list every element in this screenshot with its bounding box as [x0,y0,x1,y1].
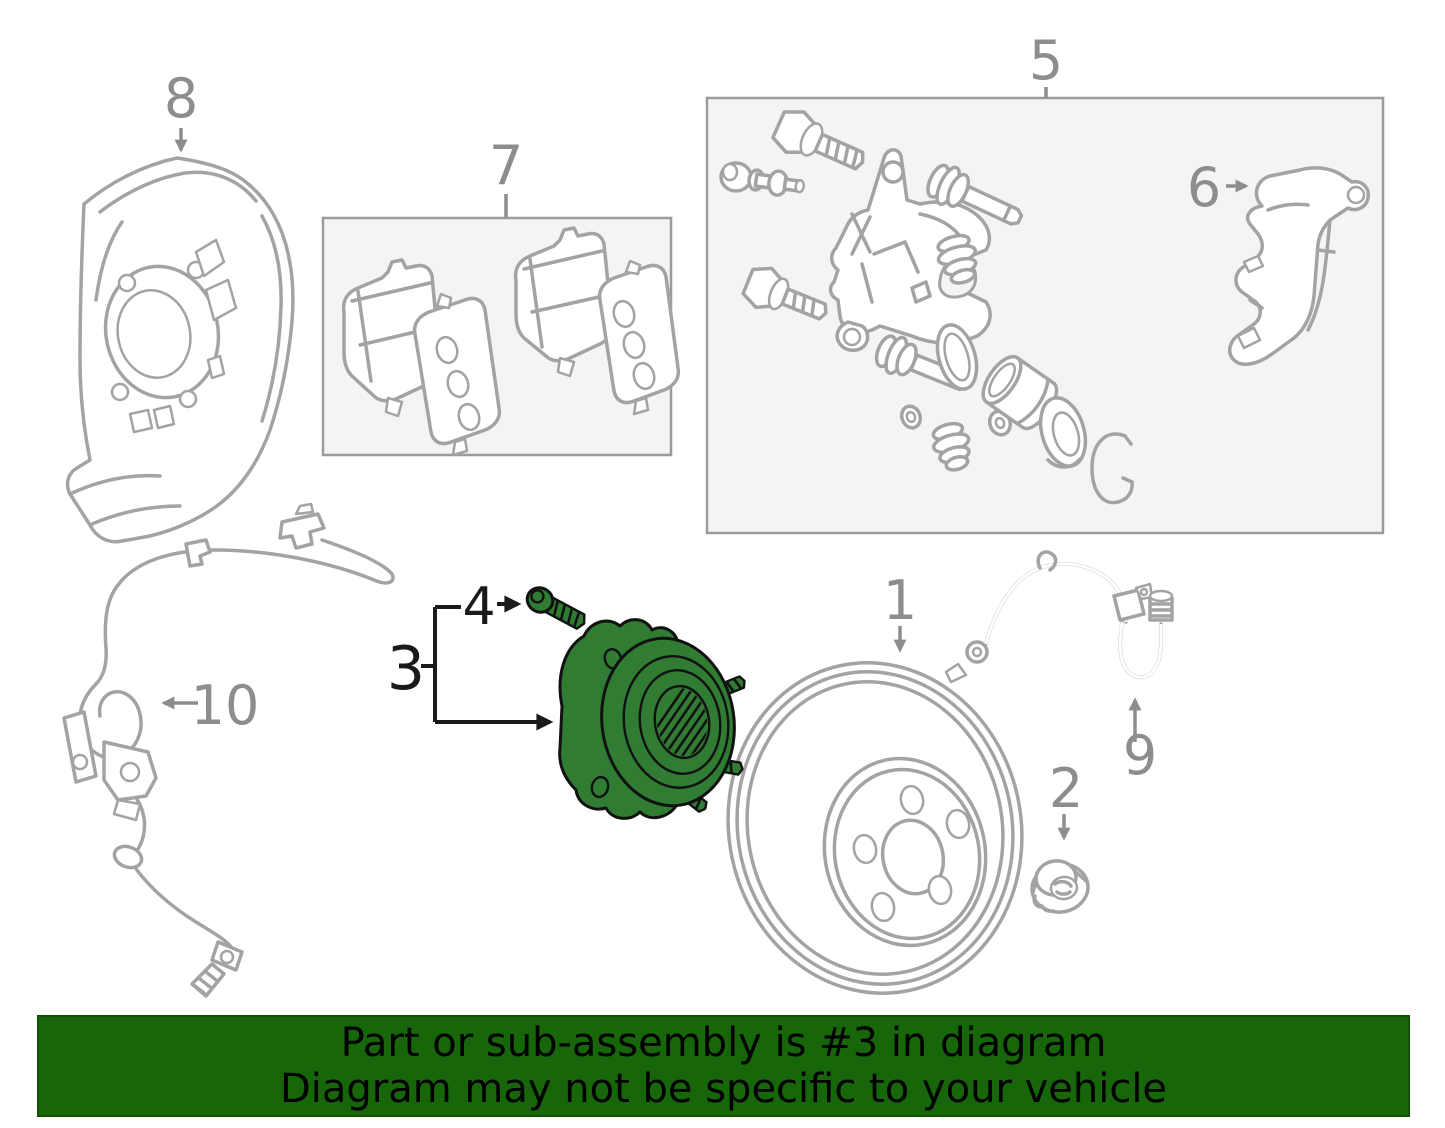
abs-connector [278,512,326,550]
callout-1: 1 [883,569,917,653]
caliper-bolt-lower [741,266,828,321]
callout-6: 6 [1187,156,1249,219]
callout-4: 4 [462,577,522,637]
caliper-bracket-drawing [1228,166,1371,366]
callout-4-label: 4 [462,577,495,637]
caliper-fitting [747,168,806,197]
callout-6-label: 6 [1187,156,1221,219]
pin-washer [899,404,923,430]
banner-line-2: Diagram may not be specific to your vehi… [279,1066,1168,1112]
abs-bracket [62,710,98,784]
callout-1-label: 1 [883,569,917,632]
boot-lower [931,421,971,472]
rotor-drawing [726,661,1024,995]
callout-3-label: 3 [387,634,425,704]
caliper-cap-nut [719,161,753,193]
callout-5: 5 [1029,29,1063,98]
abs-harness-drawing [62,502,395,998]
caliper-piston [981,354,1059,431]
callout-9: 9 [1123,697,1157,787]
brake-pads-drawing [341,226,681,457]
callout-10-label: 10 [191,674,260,737]
boot-upper [936,233,978,285]
callout-7: 7 [489,134,523,217]
callout-5-label: 5 [1029,29,1063,92]
hub-spline-hatch [652,684,712,760]
slide-pin-upper [926,163,1024,226]
callout-2-label: 2 [1049,757,1083,820]
abs-sensor-tip [190,962,226,998]
callout-8-label: 8 [164,67,198,130]
dust-seal [1038,396,1088,469]
piston-seal [935,323,979,391]
dust-shield-drawing [65,156,295,544]
hub-nut-drawing [1030,859,1090,914]
wheel-stud-drawing [525,586,586,630]
callout-8: 8 [164,67,198,153]
callout-2: 2 [1049,757,1083,841]
caliper-bolt-upper [771,110,865,171]
caliper-kit-drawing: 6 [719,110,1371,505]
callout-10: 10 [161,674,260,737]
abs-clip [184,538,212,568]
highlight-banner: Part or sub-assembly is #3 in diagram Di… [37,1015,1410,1117]
banner-line-1: Part or sub-assembly is #3 in diagram [340,1020,1107,1066]
snap-ring [1090,432,1134,505]
callout-7-label: 7 [489,134,523,197]
wheel-hub-drawing [558,618,746,820]
callout-3-bracket [421,605,461,722]
brake-hose-drawing [944,550,1174,684]
callout-3: 3 [387,605,554,731]
callout-9-label: 9 [1123,724,1157,787]
